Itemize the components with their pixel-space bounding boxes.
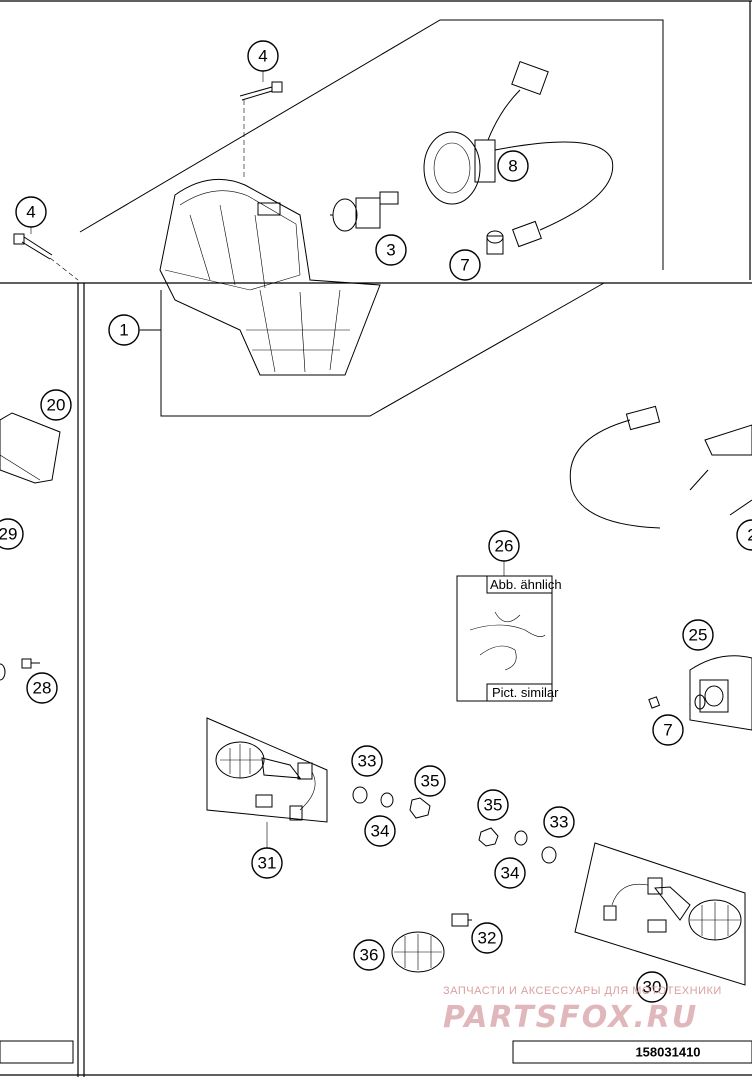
callout-4-top: 4: [247, 40, 279, 72]
callout-25: 25: [682, 619, 714, 651]
svg-text:26: 26: [495, 537, 514, 556]
svg-text:34: 34: [501, 864, 520, 883]
svg-text:3: 3: [386, 241, 395, 260]
svg-text:29: 29: [0, 525, 17, 544]
callout-3: 3: [375, 234, 407, 266]
headlight-group-frame: [79, 19, 664, 417]
document-number: 158031410: [635, 1045, 700, 1060]
svg-text:30: 30: [643, 978, 662, 997]
svg-text:4: 4: [26, 203, 35, 222]
callout-30: 30: [636, 971, 668, 1003]
svg-text:1: 1: [119, 321, 128, 340]
taillight-25: [689, 655, 752, 731]
callout-29: 29: [0, 518, 24, 550]
svg-text:25: 25: [689, 626, 708, 645]
washers-nuts: [352, 786, 557, 864]
callout-8: 8: [497, 150, 529, 182]
callout-2-partial: 2: [736, 519, 752, 551]
bolt-28: [0, 658, 40, 681]
callout-7-right: 7: [652, 714, 684, 746]
inset-label-bottom: Pict. similar: [492, 685, 559, 700]
svg-text:32: 32: [478, 929, 497, 948]
small-bulb-top: [486, 230, 504, 255]
bulb-socket-cable: [423, 60, 614, 248]
indicator-30-frame: [574, 842, 746, 986]
svg-text:8: 8: [508, 157, 517, 176]
wiring-harness-inset: [456, 560, 553, 702]
headlight-housing: [159, 178, 381, 376]
bulb-32: [451, 913, 472, 927]
callout-35-right: 35: [477, 789, 509, 821]
lens-36: [391, 931, 445, 973]
callout-36: 36: [353, 939, 385, 971]
indicator-31-frame: [206, 717, 328, 848]
svg-text:20: 20: [47, 396, 66, 415]
svg-text:33: 33: [358, 752, 377, 771]
svg-text:33: 33: [550, 813, 569, 832]
cover-20: [0, 412, 61, 484]
callout-31: 31: [251, 847, 283, 879]
callout-33-left: 33: [351, 745, 383, 777]
leader-lines: [30, 70, 268, 852]
bolt-4-top: [239, 81, 283, 180]
bolt-4-left: [13, 233, 79, 281]
svg-text:34: 34: [371, 822, 390, 841]
left-number-box: [0, 1040, 74, 1064]
bulb-h4: [330, 191, 399, 232]
inset-label-top: Abb. ähnlich: [490, 577, 562, 592]
svg-text:28: 28: [33, 679, 52, 698]
svg-text:2: 2: [747, 526, 752, 545]
svg-text:36: 36: [360, 946, 379, 965]
license-light-cable: [569, 405, 752, 529]
callout-20: 20: [40, 389, 72, 421]
small-bulb-25: [648, 696, 661, 709]
callout-32: 32: [471, 922, 503, 954]
callout-7-top: 7: [449, 249, 481, 281]
svg-text:35: 35: [484, 796, 503, 815]
callout-1: 1: [108, 314, 140, 346]
svg-text:7: 7: [460, 256, 469, 275]
watermark-logo: PARTSFOX.RU: [443, 1000, 698, 1035]
svg-text:7: 7: [663, 721, 672, 740]
callout-34-left: 34: [364, 815, 396, 847]
svg-text:35: 35: [421, 772, 440, 791]
document-number-box: [512, 1040, 752, 1064]
svg-text:4: 4: [258, 47, 267, 66]
callout-35-left: 35: [414, 765, 446, 797]
callout-28: 28: [26, 672, 58, 704]
watermark-line1: ЗАПЧАСТИ И АКСЕССУАРЫ ДЛЯ МОТОТЕХНИКИ: [443, 985, 722, 997]
callout-34-right: 34: [494, 857, 526, 889]
svg-text:31: 31: [258, 854, 277, 873]
callout-26: 26: [488, 530, 520, 562]
callout-33-right: 33: [543, 806, 575, 838]
callout-4-left: 4: [15, 196, 47, 228]
